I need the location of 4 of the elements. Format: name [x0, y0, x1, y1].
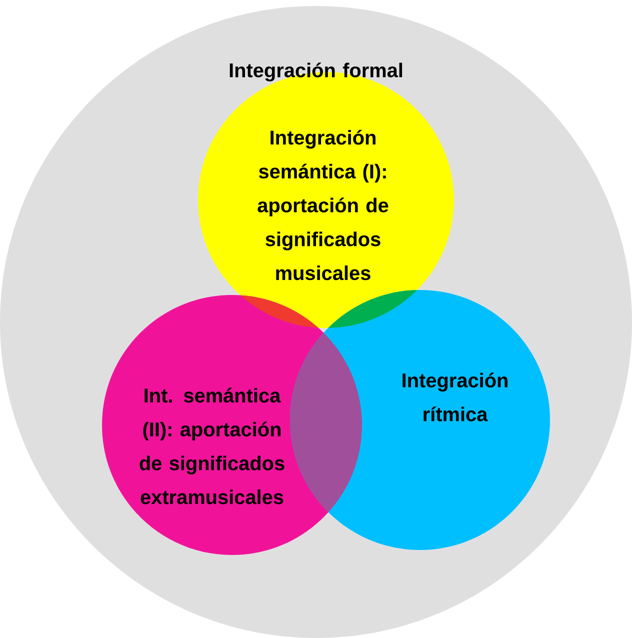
circle-label: Integración rítmica — [402, 372, 508, 422]
circle-label: Integración formal — [230, 62, 402, 82]
circle-label: Int. semántica (II): aportación de significados extramusicales — [140, 388, 284, 504]
circle-label: Integración semántica (I): aportación de significados musicales — [258, 130, 388, 280]
